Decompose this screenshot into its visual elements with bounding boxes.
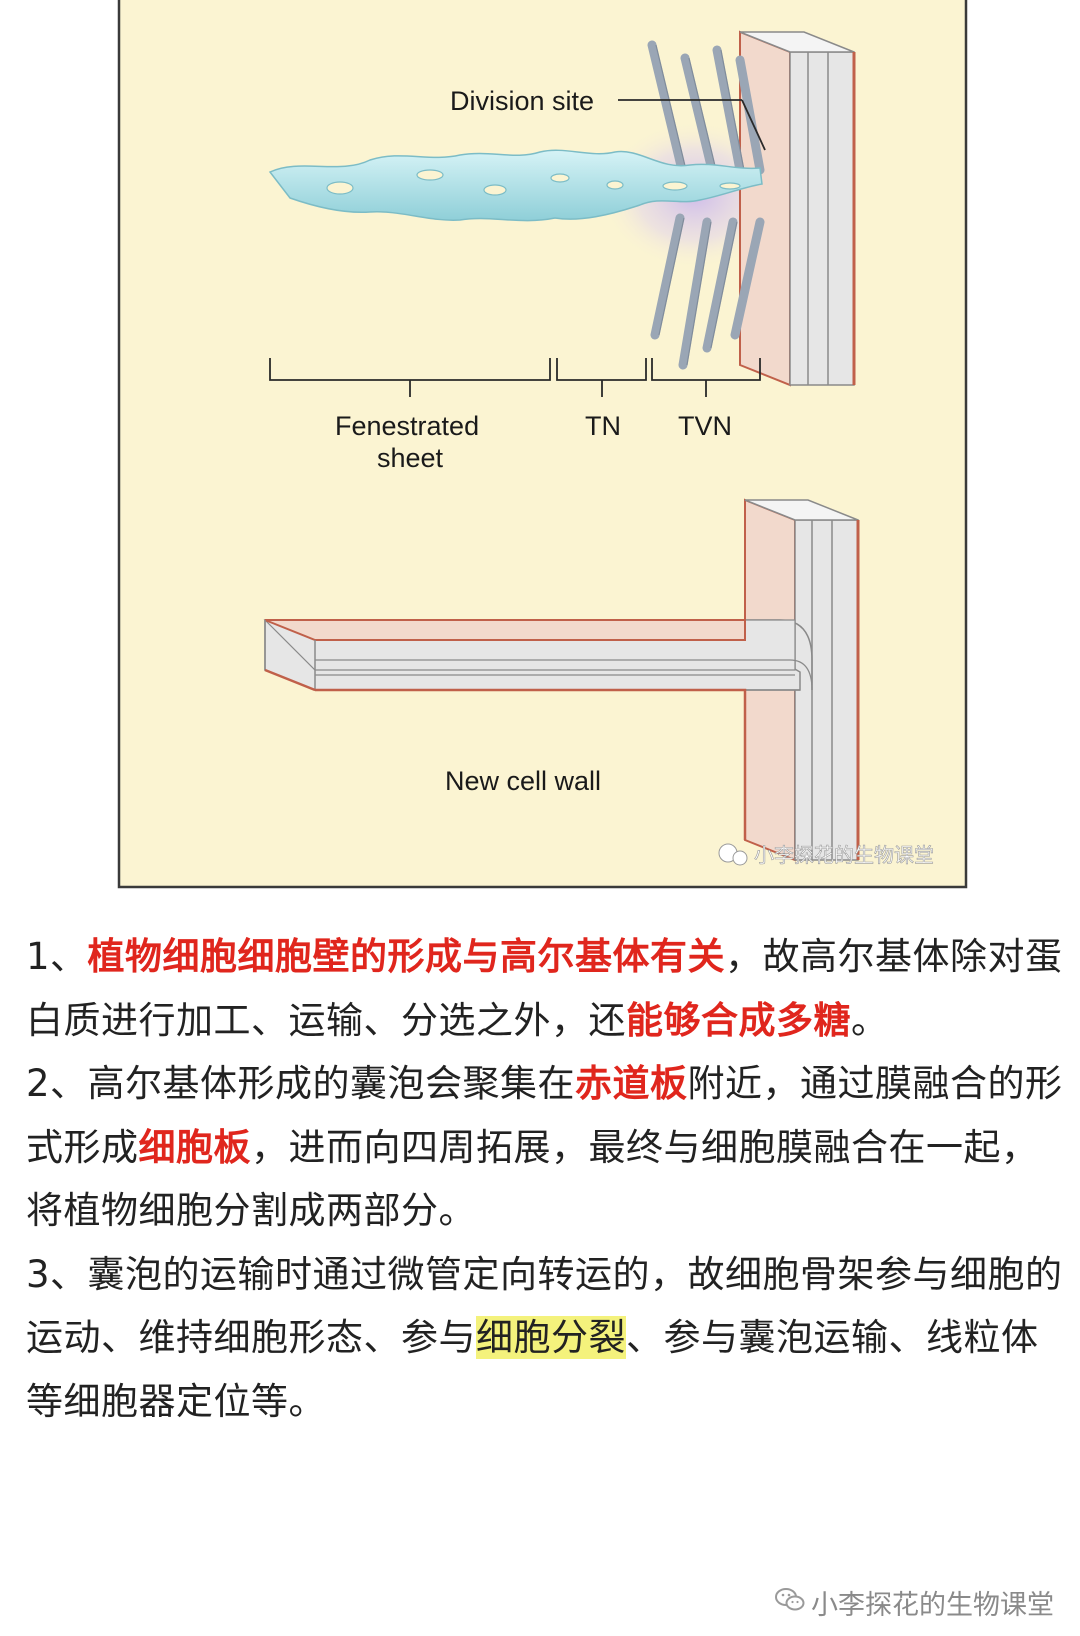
p1-seg-0: 1、 [26,935,88,978]
p1-highlight-golgi-wall: 植物细胞细胞壁的形成与高尔基体有关 [87,935,726,978]
parent-cell-wall-upper [739,30,856,387]
figure-watermark-text: 小李探花的生物课堂 [754,843,934,867]
microtubules [647,40,765,370]
brackets [269,358,761,397]
paragraph-3: 3、囊泡的运输时通过微管定向转运的，故细胞骨架参与细胞的运动、维持细胞形态、参与… [26,1243,1066,1434]
explanation-text: 1、植物细胞细胞壁的形成与高尔基体有关，故高尔基体除对蛋白质进行加工、运输、分选… [26,925,1066,1433]
fenestrated-sheet [268,149,763,222]
watermark-text: 小李探花的生物课堂 [811,1590,1054,1621]
division-site-pointer [618,99,766,151]
p2-seg-2: 附近，通过膜融合的形式形成 [26,1062,1063,1169]
p2-highlight-cell-plate: 细胞板 [138,1125,251,1169]
paragraph-2: 2、高尔基体形成的囊泡会聚集在赤道板附近，通过膜融合的形式形成细胞板，进而向四周… [26,1052,1066,1243]
p1-highlight-polysaccharide: 能够合成多糖 [626,998,851,1042]
p3-seg-0: 3、囊泡的运输时通过微管定向转运的，故细胞骨架参与细胞的运动、维持细胞形态、参与 [26,1252,1063,1360]
label-division-site: Division site [450,86,594,116]
p3-highlight-cell-division: 细胞分裂 [476,1316,626,1359]
wechat-icon [775,1587,805,1619]
p1-seg-4: 。 [851,998,889,1042]
new-cell-wall-diagram [263,498,860,862]
p2-seg-0: 2、高尔基体形成的囊泡会聚集在 [26,1062,576,1105]
label-tvn: TVN [678,411,732,441]
p1-seg-2: ，故高尔基体除对蛋白质进行加工、运输、分选之外，还 [26,935,1063,1042]
label-new-cell-wall: New cell wall [445,766,601,796]
p2-seg-4: ，进而向四周拓展，最终与细胞膜融合在一起，将植物细胞分割成两部分。 [26,1125,1039,1233]
p2-highlight-equatorial-plate: 赤道板 [575,1062,688,1105]
label-fenestrated-sheet: Fenestrated [335,411,479,441]
paragraph-1: 1、植物细胞细胞壁的形成与高尔基体有关，故高尔基体除对蛋白质进行加工、运输、分选… [26,925,1066,1052]
cell-plate-diagram: Division site Fenestrated sheet TN TVN N… [117,0,968,889]
account-watermark: 小李探花的生物课堂 [775,1583,1054,1622]
label-tn: TN [585,411,621,441]
label-fenestrated-sheet-2: sheet [377,443,444,473]
figure-watermark: 小李探花的生物课堂 [718,843,934,867]
p3-seg-2: 、参与囊泡运输、线粒体等细胞器定位等。 [26,1316,1039,1423]
